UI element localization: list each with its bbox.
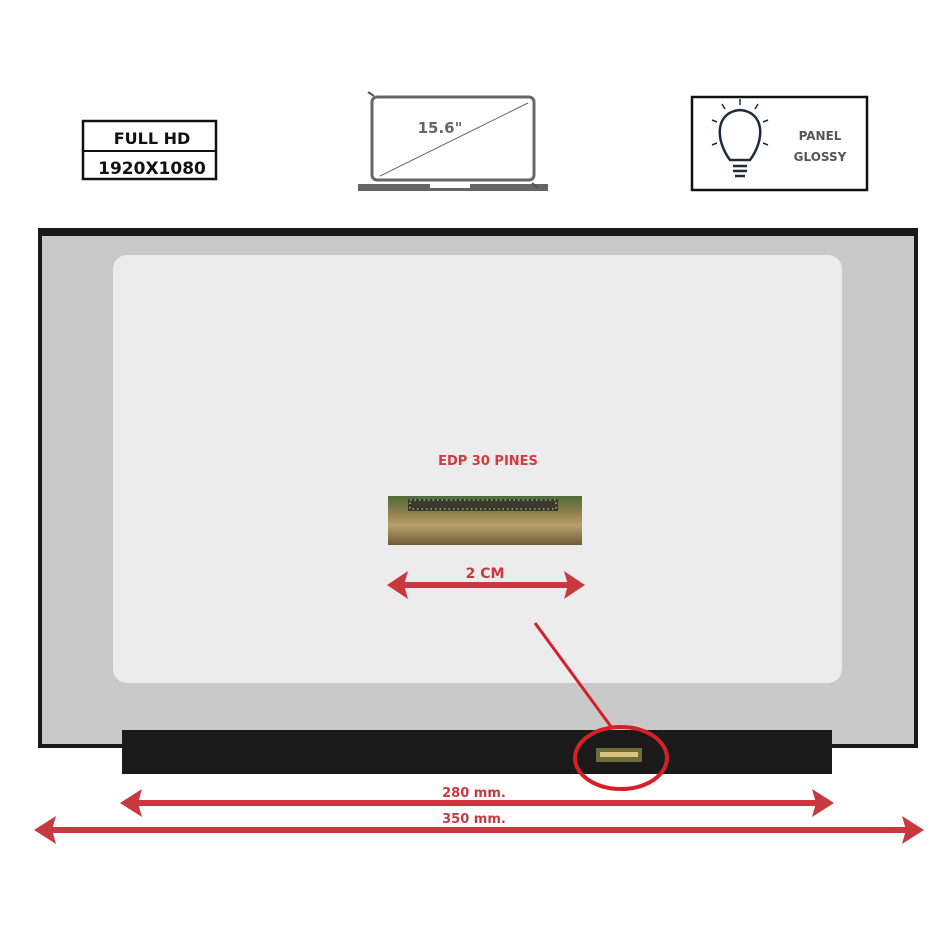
connector-closeup: EDP 30 PINES 2 CM [387, 454, 585, 599]
laptop-size-icon: 15.6" [358, 91, 548, 191]
outer-width-arrow [34, 816, 924, 844]
lightbulb-icon [711, 99, 769, 178]
inner-width-arrow [120, 789, 834, 817]
connector-width-arrow [387, 571, 585, 599]
lcd-panel [38, 228, 918, 774]
inner-width-dimension: 280 mm. [120, 786, 834, 817]
connector-highlight [533, 622, 669, 791]
resolution-value: 1920X1080 [98, 159, 206, 179]
panel-finish-label: GLOSSY [794, 150, 847, 164]
outer-width-dimension: 350 mm. [34, 812, 924, 844]
outer-width-label: 350 mm. [442, 812, 506, 827]
resolution-badge: FULL HD 1920X1080 [81, 119, 218, 181]
connector-type-label: EDP 30 PINES [438, 454, 538, 469]
panel-label: PANEL [799, 129, 842, 143]
screen-size-label: 15.6" [418, 119, 463, 137]
connector-width-label: 2 CM [466, 566, 505, 582]
resolution-label: FULL HD [114, 129, 191, 148]
panel-type-badge: PANEL GLOSSY [690, 95, 869, 192]
inner-width-label: 280 mm. [442, 786, 506, 801]
